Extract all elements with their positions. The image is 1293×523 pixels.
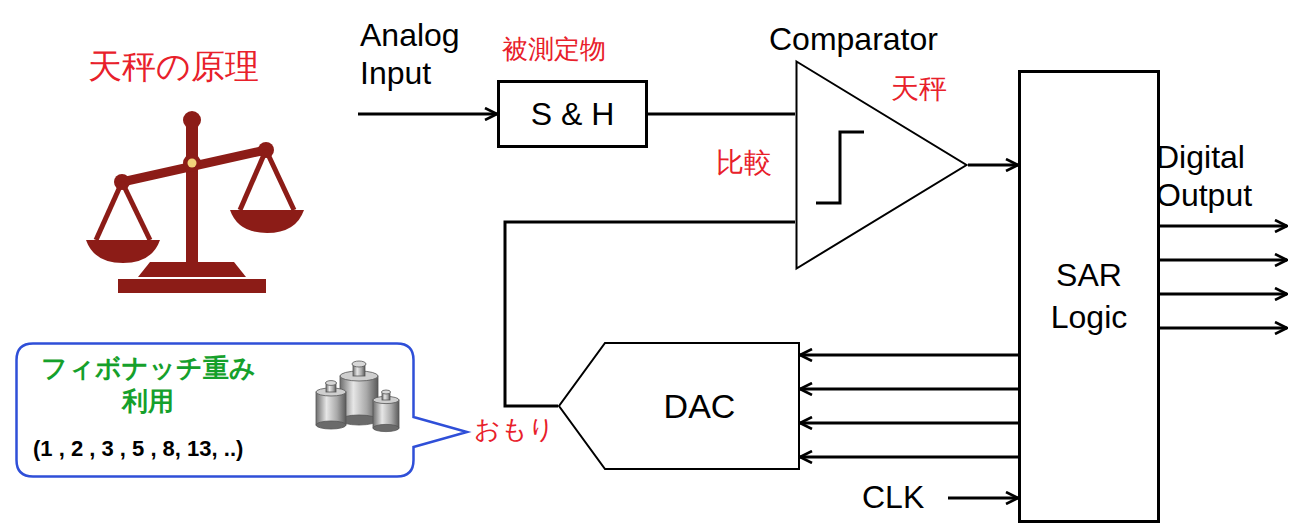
- node-label: SAR Logic: [1024, 255, 1154, 338]
- node-sublabel: 天秤: [891, 72, 947, 106]
- signal-wire: [648, 113, 795, 116]
- node-sublabel: (1 , 2 , 3 , 5 , 8, 13, ..): [33, 436, 243, 462]
- annotation: 比較: [716, 146, 772, 180]
- clock-arrow: [948, 497, 1018, 500]
- node-label: Comparator: [769, 20, 938, 58]
- signal-arrow: [800, 422, 1018, 425]
- signal-arrow: [800, 456, 1018, 459]
- node-label: S & H: [531, 95, 615, 133]
- output-bus-arrows: [1150, 226, 1287, 328]
- input-arrow: [358, 113, 497, 116]
- signal-name: Digital Output: [1156, 138, 1288, 215]
- dac-block: DAC: [558, 342, 800, 470]
- node-label: DAC: [664, 386, 736, 427]
- annotation: 被測定物: [502, 34, 606, 65]
- signal-arrow: [800, 388, 1018, 391]
- hysteresis-symbol: [816, 132, 864, 203]
- weights-icon: [316, 361, 399, 432]
- signal-name: CLK: [862, 478, 924, 516]
- sample-hold-box: S & H: [497, 80, 648, 148]
- signal-name: Analog Input: [360, 16, 500, 93]
- sar-logic-box-outline: [1018, 70, 1160, 523]
- annotation: おもり: [474, 414, 555, 445]
- signal-arrow: [968, 164, 1018, 167]
- balance-scale-icon: [86, 111, 304, 293]
- sar-logic-box: SAR Logic: [1018, 70, 1160, 523]
- signal-arrow: [800, 354, 1018, 357]
- diagram-title: 天秤の原理: [88, 46, 259, 87]
- comparator-triangle: Comparator天秤: [795, 60, 968, 270]
- callout-bubble: フィボナッチ重み 利用 (1 , 2 , 3 , 5 , 8, 13, ..): [15, 342, 415, 478]
- node-label: フィボナッチ重み 利用: [35, 352, 261, 417]
